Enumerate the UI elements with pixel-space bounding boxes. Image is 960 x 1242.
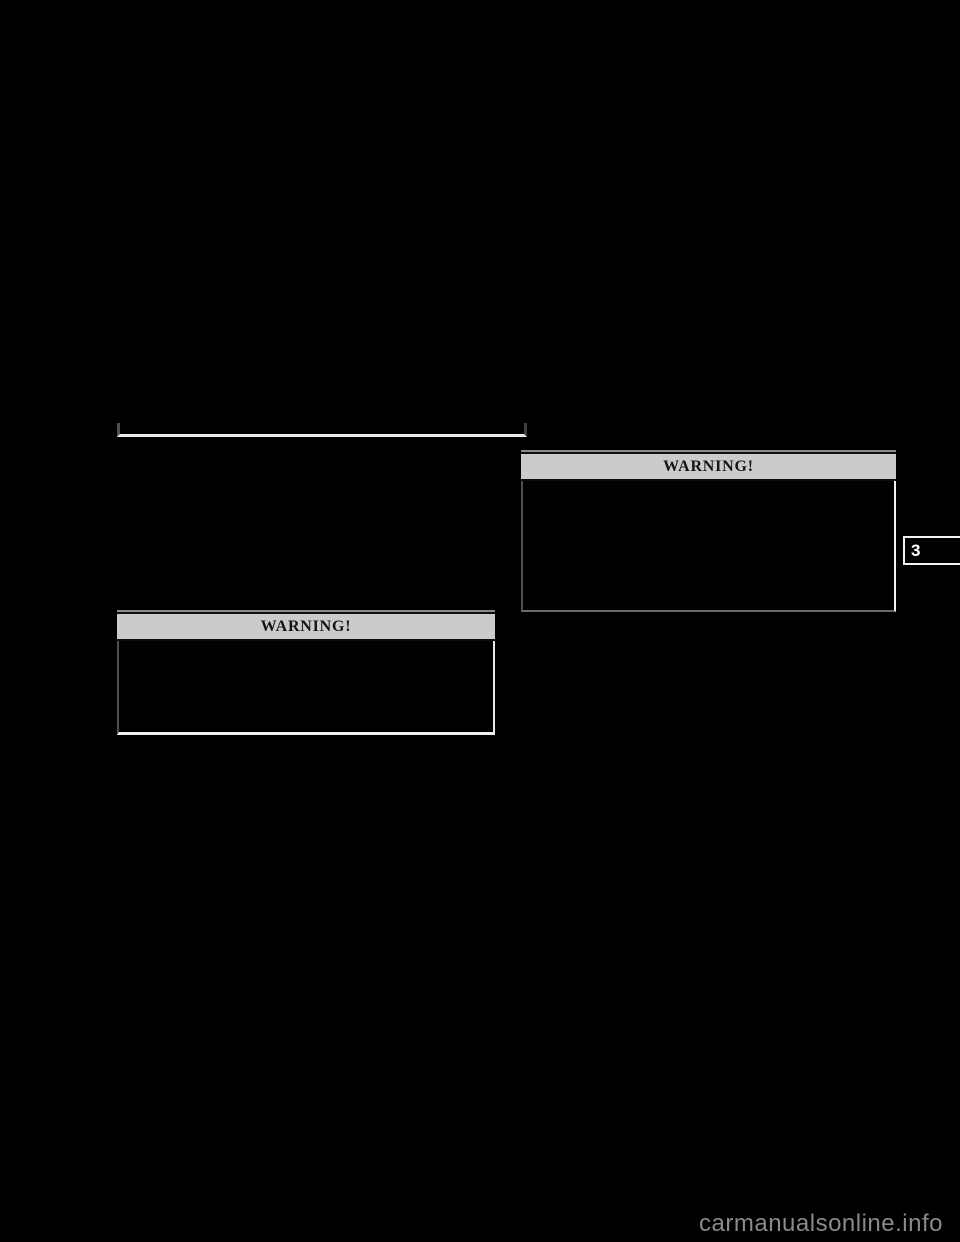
watermark: carmanualsonline.info — [699, 1210, 943, 1237]
warning-box-right-body — [521, 481, 896, 612]
warning-box-right: WARNING! — [521, 450, 896, 612]
warning-box-right-title: WARNING! — [521, 452, 896, 481]
warning-box-left-title: WARNING! — [117, 612, 495, 641]
chapter-tab: 3 — [903, 536, 960, 565]
warning-box-left-body — [117, 641, 495, 735]
chapter-tab-label: 3 — [911, 540, 921, 560]
warning-box-left: WARNING! — [117, 610, 495, 735]
figure-frame-bottom-edge — [117, 423, 527, 437]
